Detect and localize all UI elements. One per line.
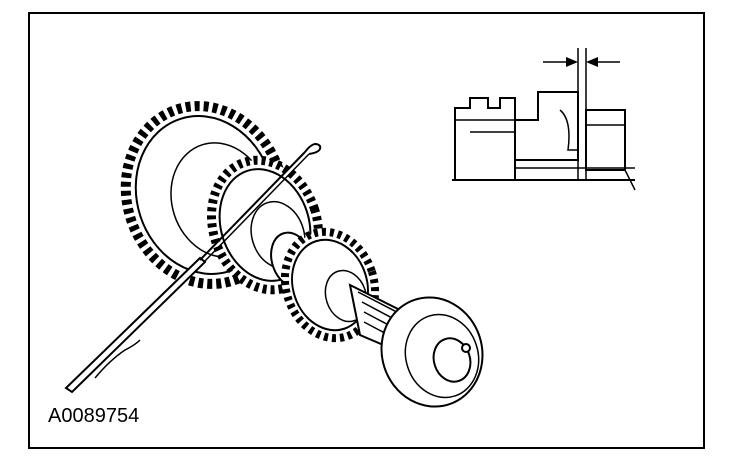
gear-shaft-icon [120, 101, 484, 408]
clearance-arrowhead-right [586, 57, 598, 67]
hub-center [514, 91, 579, 161]
collar-left [454, 97, 516, 181]
feeler-loop [304, 143, 322, 155]
gear-small-body [291, 238, 369, 332]
feeler-blade [199, 151, 306, 261]
clearance-arrowhead-left [566, 57, 578, 67]
clearance-detail-icon [452, 48, 636, 191]
gear-body-right [585, 109, 626, 171]
figure-id-label: A0089754 [48, 405, 140, 427]
feeler-handle [64, 256, 207, 394]
feeler-gauge-icon [64, 143, 322, 394]
